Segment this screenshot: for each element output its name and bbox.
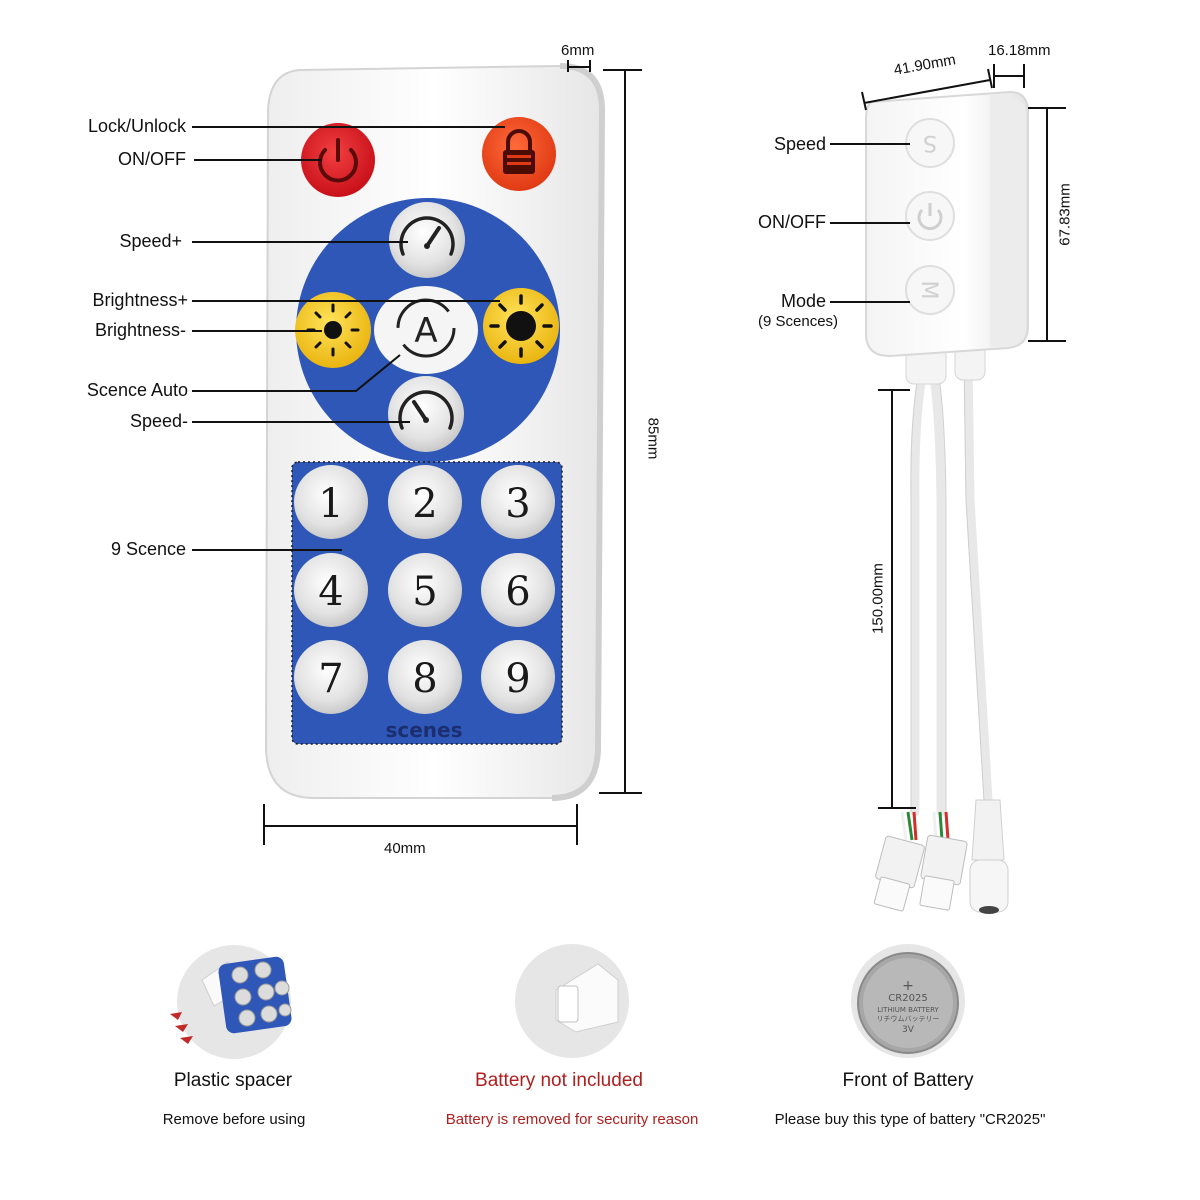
dim-remote-thickness: 6mm	[561, 42, 595, 59]
scene-auto-button: A	[374, 286, 478, 374]
dim-controller-depth: 16.18mm	[988, 42, 1051, 59]
label-controller-speed: Speed	[773, 134, 826, 154]
led-connector-left	[873, 811, 925, 912]
scene-button-8	[388, 640, 462, 714]
lock-button	[482, 117, 556, 191]
scene-button-label: 7	[318, 656, 343, 702]
label-lock-unlock: Lock/Unlock	[87, 116, 186, 136]
battery-voltage: 3V	[902, 1025, 915, 1035]
dim-remote-width: 40mm	[384, 840, 426, 857]
scene-button-3	[481, 465, 555, 539]
spacer-subtitle: Remove before using	[162, 1111, 306, 1128]
dim-controller-height: 67.83mm	[1056, 183, 1074, 246]
battery-slot-image	[515, 944, 629, 1058]
scene-button-6	[481, 553, 555, 627]
speed-minus-button	[388, 376, 464, 452]
scene-button-5	[388, 553, 462, 627]
battery-front-subtitle: Please buy this type of battery "CR2025"	[774, 1111, 1046, 1128]
brightness-minus-button	[295, 292, 371, 368]
battery-image: + CR2025 LITHIUM BATTERY リチウムバッテリー 3V	[851, 944, 965, 1058]
battery-model: CR2025	[888, 993, 927, 1004]
speed-letter: S	[923, 130, 937, 155]
controller-mode-button: M	[905, 265, 955, 315]
battery-plus: +	[902, 978, 914, 994]
led-connector-right	[919, 811, 968, 911]
scene-button-label: 3	[505, 481, 530, 527]
controller-dimension-lines	[861, 64, 1066, 809]
remote-control: A	[264, 63, 606, 801]
label-nine-scene: 9 Scence	[110, 539, 186, 559]
scene-button-label: 4	[318, 569, 343, 615]
battery-missing-title: Battery not included	[475, 1070, 643, 1091]
dim-cable-length: 150.00mm	[869, 563, 887, 634]
battery-line2: リチウムバッテリー	[877, 1015, 940, 1023]
mode-letter: M	[916, 281, 941, 300]
controller-speed-button: S	[905, 118, 955, 168]
spacer-title: Plastic spacer	[173, 1070, 293, 1091]
scene-button-9	[481, 640, 555, 714]
label-onoff: ON/OFF	[118, 149, 186, 169]
auto-letter: A	[414, 311, 437, 351]
brightness-plus-button	[483, 288, 559, 364]
label-brightness-minus: Brightness-	[94, 320, 186, 340]
dim-remote-length: 85mm	[644, 417, 662, 460]
controller-power-button	[905, 191, 955, 241]
spacer-image	[170, 945, 292, 1059]
label-brightness-plus: Brightness+	[92, 290, 188, 310]
scene-button-label: 6	[505, 569, 530, 615]
battery-missing-subtitle: Battery is removed for security reason	[445, 1111, 699, 1128]
scene-button-label: 1	[318, 481, 343, 527]
scene-button-label: 2	[412, 481, 437, 527]
speed-plus-button	[389, 202, 465, 278]
controller-unit: S M	[865, 90, 1029, 914]
battery-line1: LITHIUM BATTERY	[877, 1006, 939, 1014]
scene-button-7	[294, 640, 368, 714]
keypad-caption: scenes	[385, 718, 462, 742]
controller-leader-lines	[830, 143, 910, 303]
label-speed-minus: Speed-	[129, 411, 188, 431]
dc-jack-connector	[969, 799, 1009, 914]
scene-button-label: 8	[412, 656, 437, 702]
label-controller-onoff: ON/OFF	[758, 212, 826, 232]
battery-front-title: Front of Battery	[842, 1070, 974, 1091]
label-scene-auto: Scence Auto	[86, 380, 188, 400]
label-speed-plus: Speed+	[119, 231, 182, 251]
scene-button-2	[388, 465, 462, 539]
remote-leader-lines	[192, 126, 505, 551]
remote-dimension-lines	[263, 60, 642, 845]
scene-button-label: 9	[505, 656, 530, 702]
scene-button-label: 5	[412, 569, 437, 615]
scene-button-4	[294, 553, 368, 627]
label-controller-mode-sub: (9 Scences)	[758, 313, 839, 330]
scene-button-1	[294, 465, 368, 539]
scene-keypad: 1 2 3 4 5 6 7 8 9	[294, 465, 555, 714]
label-controller-mode: Mode	[780, 291, 826, 311]
